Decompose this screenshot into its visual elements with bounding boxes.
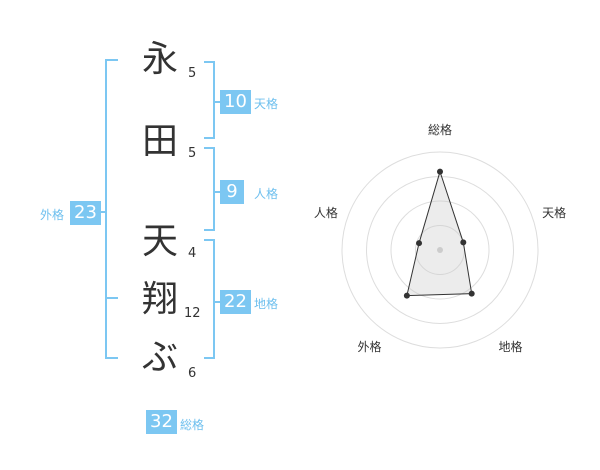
name-char-1: 永 [141, 39, 178, 80]
radar-point-4 [403, 292, 410, 299]
soukaku-badge: 32 [146, 410, 177, 434]
radar-ring-3 [366, 176, 514, 324]
radar-point-5 [416, 240, 423, 247]
radar-polygon [406, 169, 473, 297]
tenkaku-badge: 10 [220, 90, 251, 114]
stroke-count-2: 5 [188, 146, 197, 161]
stroke-count-4: 12 [184, 306, 201, 321]
jinkaku-bracket [204, 147, 215, 231]
chikaku-label: 地格 [254, 297, 279, 311]
radar-center [437, 247, 443, 253]
radar-point-3 [468, 290, 475, 297]
radar-ring-4 [341, 151, 539, 349]
radar-axis-label-1: 総格 [428, 122, 452, 137]
gaikaku-badge: 23 [70, 201, 101, 225]
radar-axis-label-3: 地格 [499, 339, 523, 354]
radar-ring-2 [390, 200, 490, 300]
radar-point-2 [460, 239, 467, 246]
jinkaku-badge: 9 [220, 180, 244, 204]
soukaku-label: 総格 [180, 418, 205, 432]
stroke-count-3: 4 [188, 246, 197, 261]
gaikaku-label: 外格 [40, 208, 65, 222]
chikaku-badge: 22 [220, 290, 251, 314]
radar-axis-label-4: 外格 [357, 339, 381, 354]
tenkaku-bracket [204, 61, 215, 139]
stroke-count-1: 5 [188, 66, 197, 81]
radar-point-1 [437, 168, 443, 175]
jinkaku-label: 人格 [254, 187, 279, 201]
radar-axis-label-5: 人格 [314, 205, 338, 220]
tenkaku-label: 天格 [254, 97, 279, 111]
name-char-3: 天 [141, 221, 178, 262]
name-char-5: ぶ [141, 337, 178, 378]
chikaku-bracket [204, 239, 215, 359]
name-char-4: 翔 [141, 279, 178, 320]
stroke-count-5: 6 [188, 366, 197, 381]
gaikaku-bracket [105, 59, 118, 359]
name-char-2: 田 [141, 121, 178, 162]
radar-axis-label-2: 天格 [542, 205, 566, 220]
